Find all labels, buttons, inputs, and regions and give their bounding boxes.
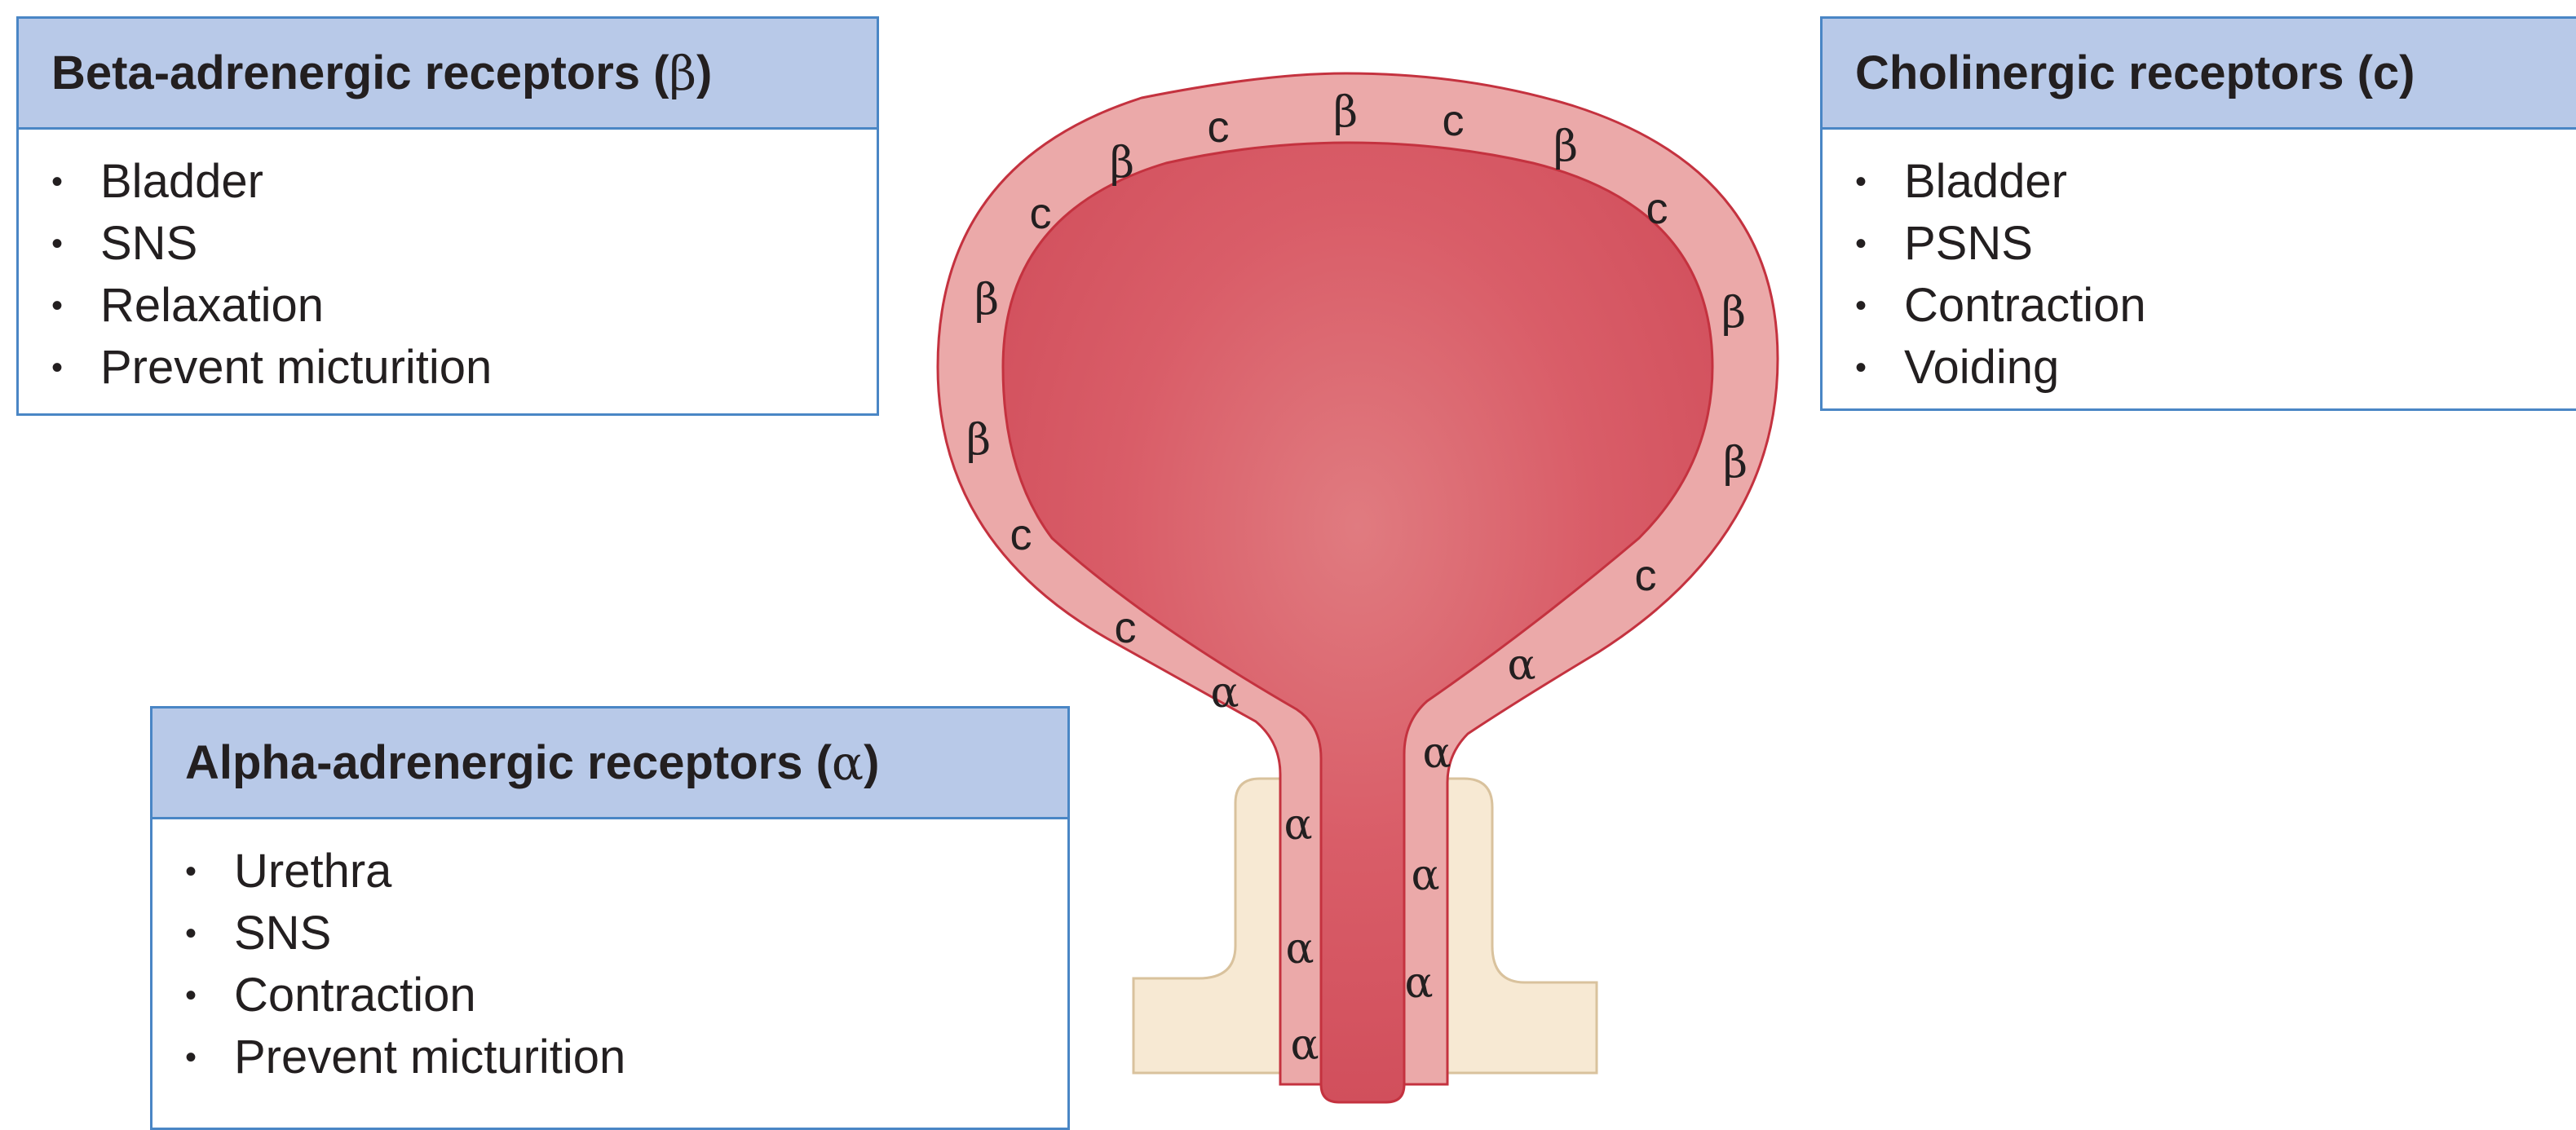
- cholinergic-title-text: Cholinergic receptors (c): [1855, 46, 2415, 99]
- cholinergic-receptor-label: c: [1115, 603, 1137, 652]
- cholinergic-receptor-label: c: [1208, 103, 1230, 152]
- alpha-receptors-panel: Alpha-adrenergic receptors (α) • Urethra …: [150, 706, 1070, 1130]
- list-item: • Prevent micturition: [185, 1026, 1067, 1088]
- bullet-icon: •: [185, 916, 197, 951]
- cholinergic-receptor-label: c: [1646, 184, 1668, 233]
- bullet-icon: •: [185, 1040, 197, 1075]
- alpha-receptor-label: α: [1210, 669, 1239, 717]
- beta-receptor-label: β: [1110, 139, 1134, 188]
- cholinergic-receptor-label: c: [1443, 96, 1465, 145]
- list-item: • Bladder: [51, 151, 877, 213]
- alpha-panel-list: • Urethra • SNS • Contraction • Prevent mict…: [152, 819, 1067, 1088]
- list-item-text: Bladder: [100, 155, 263, 208]
- list-item: • Prevent micturition: [51, 337, 877, 399]
- bullet-icon: •: [51, 164, 64, 200]
- bullet-icon: •: [1855, 350, 1867, 386]
- list-item: • Contraction: [1855, 275, 2576, 337]
- list-item-text: Prevent micturition: [234, 1031, 626, 1084]
- list-item-text: Voiding: [1904, 341, 2060, 394]
- bullet-icon: •: [51, 226, 64, 262]
- list-item-text: Relaxation: [100, 279, 325, 332]
- cholinergic-receptors-panel: Cholinergic receptors (c) • Bladder • PSNS…: [1820, 16, 2576, 411]
- cholinergic-receptor-label: c: [1030, 189, 1052, 238]
- bullet-icon: •: [185, 854, 197, 889]
- list-item-text: SNS: [234, 907, 332, 960]
- alpha-title-text: Alpha-adrenergic receptors (: [185, 736, 832, 789]
- alpha-receptor-label: α: [1284, 801, 1312, 850]
- beta-receptor-label: β: [966, 416, 991, 465]
- bullet-icon: •: [1855, 164, 1867, 200]
- list-item-text: Prevent micturition: [100, 341, 493, 394]
- list-item-text: SNS: [100, 217, 198, 270]
- alpha-symbol: α: [831, 735, 864, 791]
- alpha-receptor-label: α: [1507, 641, 1535, 690]
- list-item: • Voiding: [1855, 337, 2576, 399]
- beta-panel-list: • Bladder • SNS • Relaxation • Prevent mictu…: [19, 130, 877, 399]
- list-item: • SNS: [51, 213, 877, 275]
- cholinergic-receptor-label: c: [1635, 551, 1657, 600]
- list-item: • PSNS: [1855, 213, 2576, 275]
- list-item: • SNS: [185, 903, 1067, 964]
- cholinergic-panel-title: Cholinergic receptors (c): [1823, 19, 2576, 130]
- alpha-panel-title: Alpha-adrenergic receptors (α): [152, 708, 1067, 819]
- alpha-receptor-label: α: [1404, 959, 1433, 1008]
- list-item-text: Bladder: [1904, 155, 2067, 208]
- beta-receptor-label: β: [1553, 122, 1578, 171]
- list-item: • Bladder: [1855, 151, 2576, 213]
- bullet-icon: •: [1855, 226, 1867, 262]
- alpha-title-close: ): [864, 736, 880, 789]
- bullet-icon: •: [185, 978, 197, 1013]
- cholinergic-receptor-label: c: [1010, 510, 1032, 559]
- bullet-icon: •: [51, 288, 64, 324]
- beta-panel-title: Beta-adrenergic receptors (β): [19, 19, 877, 130]
- beta-title-text: Beta-adrenergic receptors (: [51, 46, 669, 99]
- list-item: • Contraction: [185, 964, 1067, 1026]
- alpha-receptor-label: α: [1411, 851, 1439, 900]
- list-item-text: Contraction: [1904, 279, 2146, 332]
- bullet-icon: •: [51, 350, 64, 386]
- bullet-icon: •: [1855, 288, 1867, 324]
- bladder-lumen: [1001, 141, 1714, 1104]
- bladder-diagram: β β β β β β β c c c c c c c α α α α α α …: [936, 72, 1779, 1104]
- list-item-text: Urethra: [234, 845, 392, 898]
- beta-receptors-panel: Beta-adrenergic receptors (β) • Bladder •…: [16, 16, 879, 416]
- alpha-receptor-label: α: [1290, 1021, 1319, 1070]
- list-item-text: Contraction: [234, 969, 476, 1022]
- beta-symbol: β: [669, 45, 697, 101]
- list-item-text: PSNS: [1904, 217, 2033, 270]
- beta-title-close: ): [696, 46, 713, 99]
- beta-receptor-label: β: [1721, 289, 1746, 338]
- beta-receptor-label: β: [974, 276, 999, 324]
- list-item: • Urethra: [185, 841, 1067, 903]
- beta-receptor-label: β: [1723, 439, 1748, 488]
- alpha-receptor-label: α: [1422, 729, 1451, 778]
- list-item: • Relaxation: [51, 275, 877, 337]
- cholinergic-panel-list: • Bladder • PSNS • Contraction • Voiding: [1823, 130, 2576, 399]
- alpha-receptor-label: α: [1285, 925, 1314, 973]
- beta-receptor-label: β: [1333, 88, 1358, 137]
